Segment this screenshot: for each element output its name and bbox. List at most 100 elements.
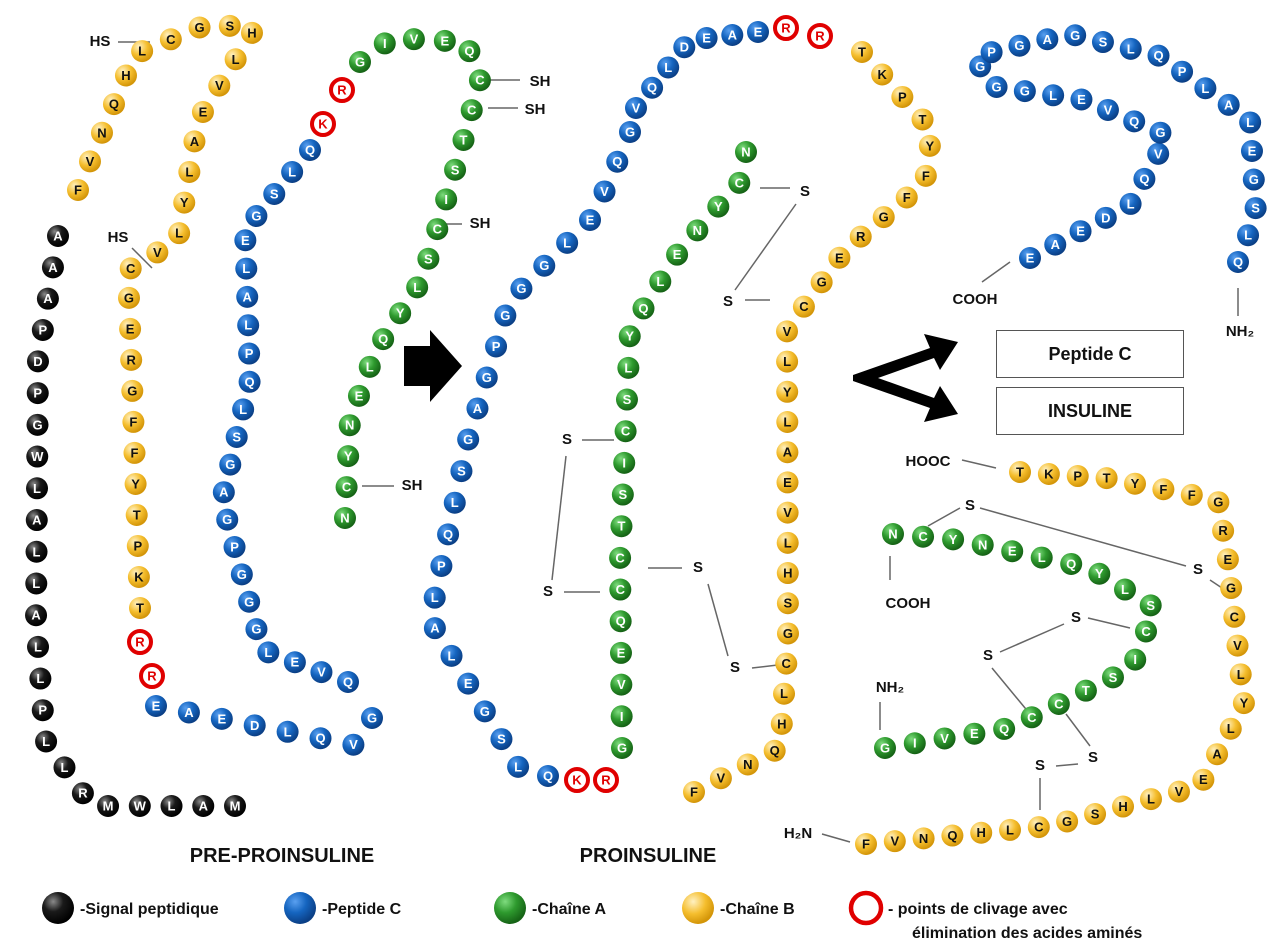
svg-text:P: P: [39, 322, 48, 337]
svg-text:N: N: [340, 511, 349, 526]
svg-text:S: S: [225, 18, 234, 33]
ins-b-residue-9: S: [1084, 802, 1107, 825]
pre-a-residue-9: S: [444, 158, 467, 181]
svg-text:C: C: [467, 103, 477, 118]
svg-text:G: G: [539, 258, 549, 273]
svg-text:E: E: [586, 212, 595, 227]
svg-text:L: L: [784, 535, 792, 550]
pro-cleavage-residue-1: R: [773, 15, 799, 41]
svg-text:L: L: [514, 759, 522, 774]
svg-text:E: E: [241, 233, 250, 248]
svg-text:F: F: [903, 190, 911, 205]
svg-text:C: C: [1054, 696, 1064, 711]
pro-c2-residue-2: Q: [606, 150, 629, 173]
ins-a-residue-21: N: [882, 523, 904, 545]
cpeptide-residue-30: L: [1237, 224, 1260, 247]
svg-text:A: A: [1051, 237, 1061, 252]
cpeptide-residue-17: G: [1008, 34, 1031, 57]
svg-text:T: T: [1103, 471, 1111, 486]
pro-c2-residue-12: G: [457, 428, 480, 451]
svg-text:E: E: [1026, 251, 1035, 266]
pre-c-residue-1: E: [145, 695, 167, 717]
pro-a-residue-14: Y: [618, 325, 641, 348]
svg-text:G: G: [625, 125, 635, 140]
legend-peptide-c: -Peptide C: [284, 892, 402, 924]
pro-c2-residue-14: L: [443, 491, 466, 514]
pro-c-residue-7: V: [625, 97, 647, 119]
svg-text:Q: Q: [245, 374, 255, 389]
svg-text:R: R: [601, 773, 611, 788]
pre-c2-residue-14: Q: [238, 370, 261, 393]
ins-b-residue-26: Y: [1123, 472, 1146, 495]
pre-signal-residue-8: L: [35, 730, 58, 753]
svg-text:L: L: [1227, 721, 1235, 736]
svg-text:G: G: [1062, 814, 1072, 829]
svg-text:E: E: [1224, 552, 1233, 567]
pro-a-residue-15: Q: [632, 297, 655, 320]
svg-text:S: S: [232, 430, 241, 445]
ins-b-residue-14: A: [1206, 743, 1229, 766]
pre-signal-residue-21: P: [31, 318, 54, 341]
svg-text:L: L: [232, 52, 240, 67]
pre-signal-residue-17: W: [26, 445, 49, 468]
svg-text:C: C: [621, 424, 631, 439]
ins-a-residue-20: C: [912, 525, 935, 548]
ins-b-residue-5: H: [970, 821, 993, 844]
pro-b-residue-21: E: [828, 246, 851, 269]
pro-c-residue-6: Q: [641, 76, 664, 99]
cpeptide-residue-12: L: [1042, 84, 1065, 107]
right-arrow-icon: [404, 330, 462, 402]
svg-text:G: G: [463, 432, 473, 447]
pre-b-residue-21: H: [240, 21, 263, 44]
pro-b-residue-17: L: [776, 350, 799, 373]
pre-c2-residue-8: P: [223, 536, 246, 559]
svg-text:E: E: [1199, 772, 1208, 787]
ins-a-residue-16: L: [1030, 546, 1053, 569]
nh2-label-cpeptide: NH₂: [1226, 323, 1254, 340]
svg-text:C: C: [918, 529, 928, 544]
svg-text:Y: Y: [949, 532, 958, 547]
svg-text:I: I: [913, 736, 917, 751]
svg-text:A: A: [728, 28, 738, 43]
svg-text:V: V: [153, 245, 162, 260]
svg-text:V: V: [349, 737, 358, 752]
pro-a-residue-11: C: [614, 420, 637, 443]
svg-text:R: R: [815, 29, 825, 44]
pro-c2-residue-10: G: [475, 366, 498, 389]
svg-text:G: G: [879, 210, 889, 225]
pro-b-residue-24: F: [895, 186, 918, 209]
pre-b-residue-10: E: [119, 317, 142, 340]
pro-c-residue-1: E: [747, 21, 769, 43]
pre-a-residue-19: Y: [337, 445, 360, 468]
pro-c2-residue-18: A: [423, 617, 446, 640]
svg-text:L: L: [33, 481, 41, 496]
pre-b-residue-23: G: [188, 16, 211, 39]
svg-text:L: L: [1244, 228, 1252, 243]
ins-b-residue-22: R: [1212, 519, 1235, 542]
ins-a-residue-15: Q: [1060, 552, 1083, 575]
svg-text:N: N: [345, 418, 354, 433]
pro-b-residue-22: R: [849, 225, 872, 248]
svg-text:M: M: [230, 799, 241, 814]
svg-text:C: C: [433, 222, 443, 237]
ins-b-residue-1: F: [855, 833, 877, 855]
svg-text:L: L: [366, 359, 374, 374]
pre-signal-residue-24: A: [47, 225, 69, 247]
svg-text:P: P: [38, 703, 47, 718]
svg-text:G: G: [225, 457, 235, 472]
pro-a-residue-2: I: [610, 705, 633, 728]
svg-text:P: P: [437, 559, 446, 574]
svg-text:V: V: [783, 505, 792, 520]
svg-text:T: T: [460, 132, 468, 147]
svg-text:L: L: [1246, 115, 1254, 130]
svg-text:L: L: [288, 164, 296, 179]
pro-c2-residue-7: G: [510, 277, 533, 300]
pro-a-residue-6: C: [609, 578, 632, 601]
pro-c2-residue-17: L: [423, 586, 446, 609]
svg-text:T: T: [919, 112, 927, 127]
svg-text:C: C: [1034, 820, 1044, 835]
svg-text:F: F: [862, 837, 870, 852]
pro-b-residue-27: T: [911, 108, 934, 131]
svg-text:G: G: [194, 20, 204, 35]
svg-text:T: T: [858, 45, 866, 60]
